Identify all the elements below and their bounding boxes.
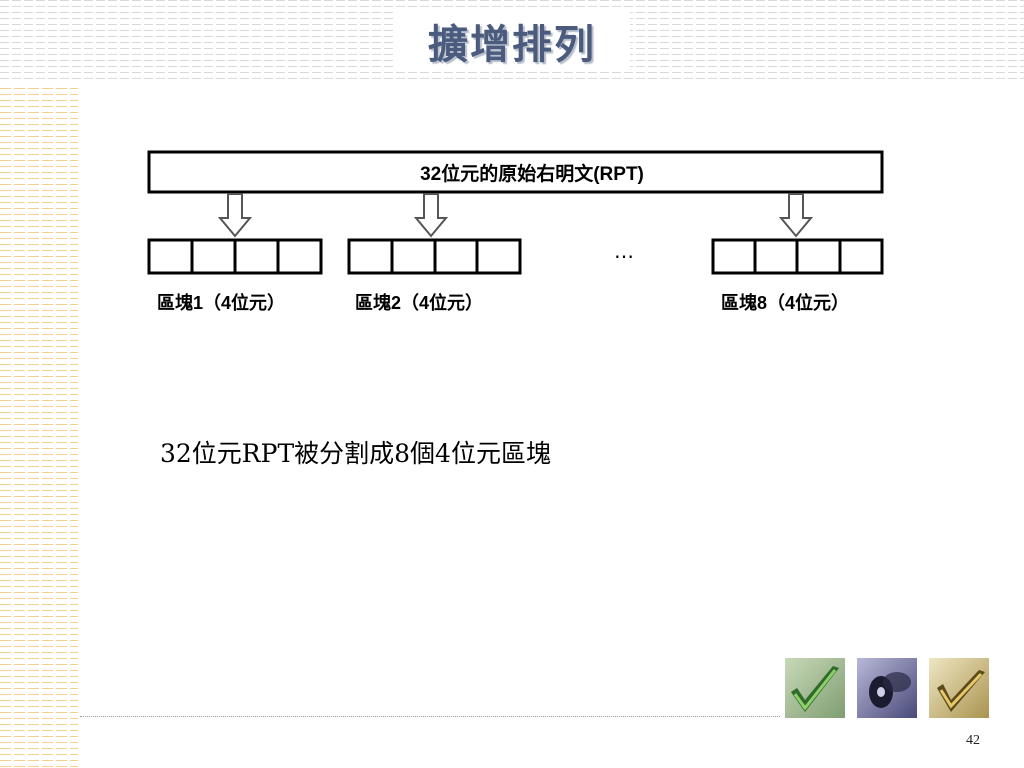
block-2-label: 區塊2（4位元） — [355, 292, 483, 313]
gold-checkmark-icon — [929, 658, 989, 718]
page-number: 42 — [966, 733, 980, 748]
arrow-1 — [217, 193, 253, 238]
purple-disc-icon — [857, 658, 917, 718]
block-1 — [147, 238, 323, 275]
green-checkmark-icon — [785, 658, 845, 718]
rpt-input-label: 32位元的原始右明文(RPT) — [420, 162, 644, 185]
slide-title: 擴增排列 — [428, 21, 596, 68]
ellipsis: … — [614, 239, 634, 263]
block-8-label: 區塊8（4位元） — [721, 292, 849, 313]
block-1-label: 區塊1（4位元） — [157, 292, 285, 313]
block-8 — [711, 238, 884, 275]
footer-divider — [80, 716, 780, 717]
rpt-input-box — [147, 150, 884, 194]
slide-caption: 32位元RPT被分割成8個4位元區塊 — [160, 439, 551, 468]
block-2 — [347, 238, 522, 275]
arrow-8 — [778, 193, 814, 238]
decorative-thumbnails — [785, 658, 995, 718]
title-background — [395, 8, 630, 72]
left-stripes — [0, 88, 78, 768]
arrow-2 — [413, 193, 449, 238]
